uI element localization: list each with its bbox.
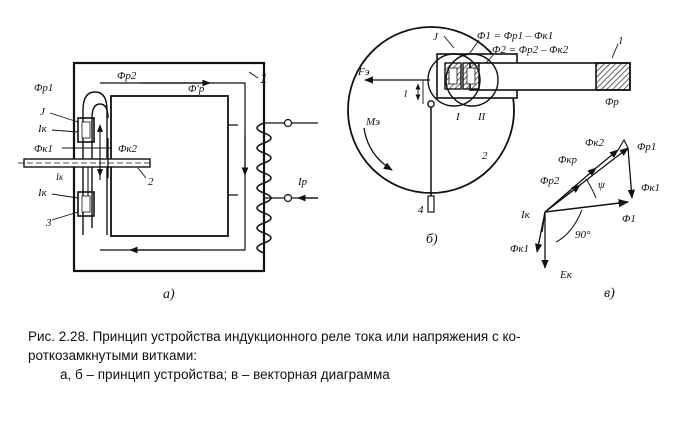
vector-phi-k1-down xyxy=(535,211,546,253)
label-weight-4: 4 xyxy=(418,204,424,216)
label-small-mark: Iк xyxy=(55,172,64,182)
diagram-b: Φ1 = Φp1 – Φк1 Φ2 = Φp2 – Φк2 J 1 Fэ l M… xyxy=(347,26,631,247)
caption-line-2: роткозамкнутыми витками: xyxy=(28,348,198,363)
figure-caption: Рис. 2.28. Принцип устройства индукционн… xyxy=(28,327,668,384)
caption-line-1: Рис. 2.28. Принцип устройства индукционн… xyxy=(28,329,521,344)
label-l: l xyxy=(404,88,407,100)
label-phi-p2-v: Φp2 xyxy=(540,175,560,187)
label-3: 3 xyxy=(45,217,52,229)
label-one: 1 xyxy=(618,35,624,47)
label-phi-k1-bottom: Φк1 xyxy=(510,243,529,255)
terminal-top xyxy=(283,118,293,128)
vector-phi-k2 xyxy=(595,149,619,169)
label-eq2: Φ2 = Φp2 – Φк2 xyxy=(492,44,569,56)
sub-label-b: б) xyxy=(426,232,438,247)
label-phi-kp-v: Φкр xyxy=(558,154,578,166)
label-number-1: 1 xyxy=(260,71,268,87)
label-roman-one: I xyxy=(455,111,461,123)
label-i-k-v: Iк xyxy=(520,209,531,221)
shading-ring-bottom xyxy=(77,191,95,217)
label-eq1: Φ1 = Φp1 – Φк1 xyxy=(477,30,553,42)
label-phi-p-prime: Φ'p xyxy=(188,83,205,95)
label-f-e: Fэ xyxy=(357,66,370,78)
terminal-bottom xyxy=(283,193,293,203)
angle-psi xyxy=(585,178,597,199)
label-m-e: Mэ xyxy=(365,116,380,128)
label-j: J xyxy=(433,31,439,43)
sub-label-a: а) xyxy=(163,287,175,302)
label-phi-1-v: Φ1 xyxy=(622,213,636,225)
label-roman-two: II xyxy=(477,111,487,123)
weight-4 xyxy=(427,195,435,213)
label-phi-p-b: Φp xyxy=(605,96,619,108)
label-disk-2-b: 2 xyxy=(482,150,488,162)
label-psi: ψ xyxy=(598,179,605,191)
label-i-p: Ip xyxy=(297,176,308,188)
label-phi-p2: Φp2 xyxy=(117,70,137,82)
coil xyxy=(228,122,272,254)
caption-legend: а, б – принцип устройства; в – векторная… xyxy=(60,367,390,382)
label-phi-k1-v: Φк1 xyxy=(641,182,660,194)
label-phi-k2-v: Φк2 xyxy=(585,137,605,149)
label-phi-p1-v: Φp1 xyxy=(637,141,656,153)
moment-arc xyxy=(363,127,393,171)
label-phi-k2: Φк2 xyxy=(118,143,138,155)
vector-phi-k1 xyxy=(627,147,635,199)
vector-phi-1 xyxy=(544,198,630,213)
label-i-k-bottom: Iк xyxy=(37,187,48,199)
angle-90 xyxy=(555,209,583,243)
label-j-top: J xyxy=(40,106,46,118)
flux-loop-p1 xyxy=(82,91,108,235)
label-e-k: Eк xyxy=(559,269,573,281)
sub-label-v: в) xyxy=(604,286,615,301)
flux-loop-p2 xyxy=(91,103,109,228)
label-phi-k1: Φк1 xyxy=(34,143,53,155)
label-i-k-top: Iк xyxy=(37,123,48,135)
label-phi-p1: Φp1 xyxy=(34,82,53,94)
label-angle-90: 90° xyxy=(575,229,591,241)
label-disk-2: 2 xyxy=(148,176,154,188)
diagram-v: Φк2 Φp1 Φкр Φp2 ψ Φк1 Iк Φ1 90° Φк1 Eк в… xyxy=(510,137,660,301)
diagram-a: 1 Φp1 Φp2 Φ'p J Iк Φк1 Φк2 Iк 2 Iк 3 Ip … xyxy=(18,61,318,302)
shading-ring-top xyxy=(77,117,95,143)
magnet-hatched-end xyxy=(595,62,631,91)
axle xyxy=(427,100,435,108)
